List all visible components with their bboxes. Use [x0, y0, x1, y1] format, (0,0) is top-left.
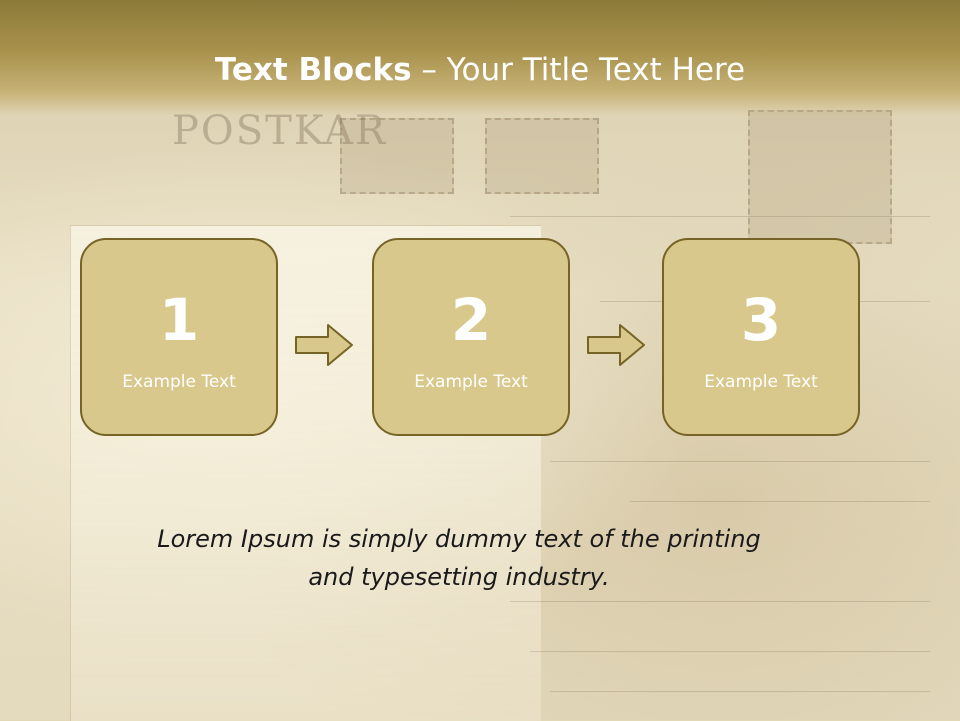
background-handwriting	[530, 650, 930, 652]
arrow-right-icon	[295, 324, 353, 366]
body-text-line-2: and typesetting industry.	[308, 563, 610, 591]
text-block-3: 3 Example Text	[662, 238, 860, 436]
block-number: 2	[450, 286, 492, 354]
block-label: Example Text	[122, 372, 236, 392]
background-handwriting	[510, 215, 930, 217]
background-handwriting	[510, 600, 930, 602]
block-number: 1	[158, 286, 200, 354]
body-text-line-1: Lorem Ipsum is simply dummy text of the …	[157, 525, 761, 553]
title-rest: Your Title Text Here	[446, 52, 746, 88]
background-handwriting	[550, 690, 930, 692]
title-bar	[0, 0, 960, 115]
text-block-2: 2 Example Text	[372, 238, 570, 436]
slide-title: Text Blocks – Your Title Text Here	[0, 52, 960, 88]
title-bold: Text Blocks	[214, 52, 412, 88]
background-stamp	[340, 118, 454, 194]
block-label: Example Text	[704, 372, 818, 392]
body-text: Lorem Ipsum is simply dummy text of the …	[100, 520, 818, 596]
background-stamp	[485, 118, 599, 194]
background-stamp	[748, 110, 892, 244]
background-handwriting	[550, 460, 930, 462]
block-number: 3	[740, 286, 782, 354]
arrow-right-icon	[587, 324, 645, 366]
block-label: Example Text	[414, 372, 528, 392]
text-block-1: 1 Example Text	[80, 238, 278, 436]
title-dash: –	[411, 52, 447, 88]
background-postkarte-text: POSTKAR	[172, 108, 388, 154]
background-handwriting	[630, 500, 930, 502]
